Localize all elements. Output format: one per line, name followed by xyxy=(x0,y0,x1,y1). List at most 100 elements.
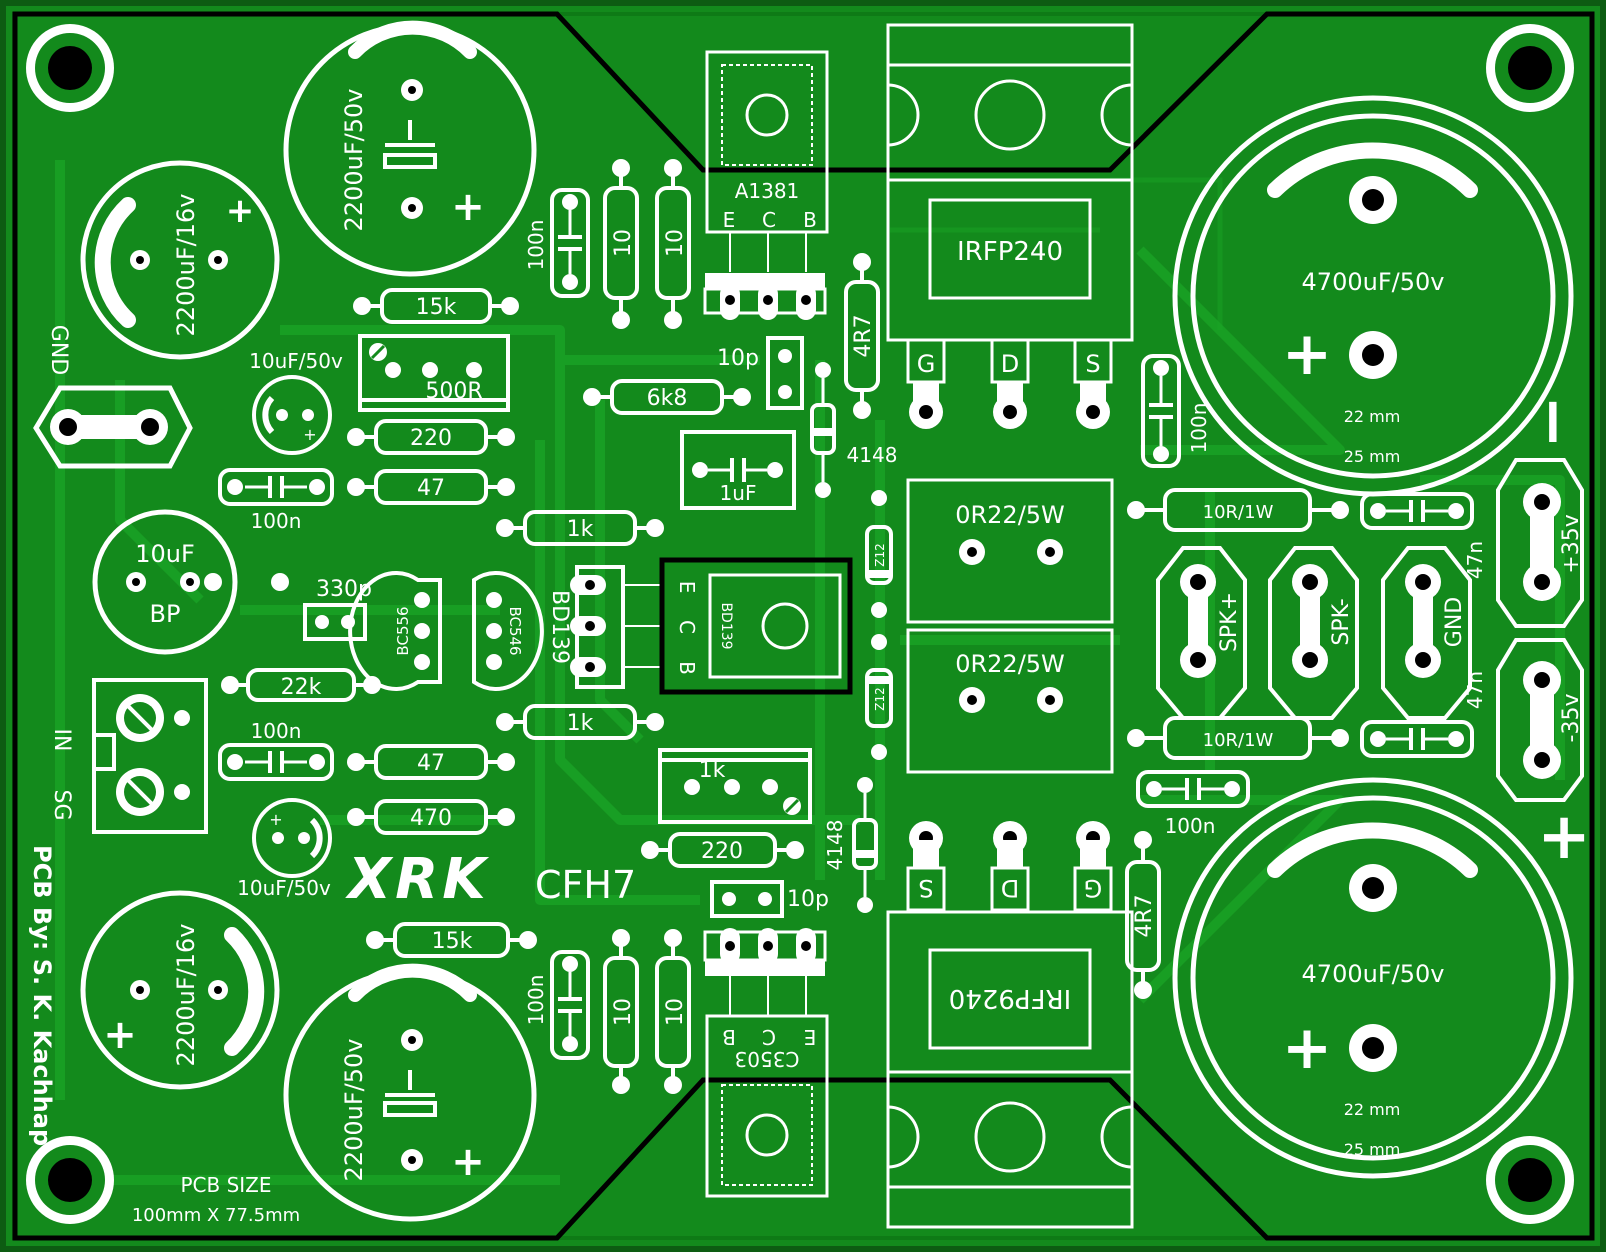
svg-text:BD139: BD139 xyxy=(718,602,734,649)
svg-text:47n: 47n xyxy=(1463,671,1487,709)
svg-text:1k: 1k xyxy=(567,711,594,736)
svg-text:4700uF/50v: 4700uF/50v xyxy=(1302,268,1445,296)
svg-text:C: C xyxy=(762,1025,776,1049)
cap-1uf: 1uF xyxy=(680,430,796,510)
spk-plus-terminal: SPK+ xyxy=(1156,546,1247,720)
cap-2200uf-16v-top: + 2200uF/16v xyxy=(80,160,280,360)
res-47-a: 47 xyxy=(347,469,515,505)
svg-text:4700uF/50v: 4700uF/50v xyxy=(1302,960,1445,988)
svg-text:E: E xyxy=(723,208,736,232)
svg-text:47: 47 xyxy=(417,751,445,776)
svg-text:IN: IN xyxy=(49,729,74,752)
svg-text:10: 10 xyxy=(663,229,688,257)
svg-text:15k: 15k xyxy=(432,929,473,954)
svg-text:100n: 100n xyxy=(1187,403,1211,454)
mosfet-irfp240: IRFP240 G D S xyxy=(886,23,1134,429)
svg-text:10: 10 xyxy=(611,229,636,257)
svg-text:10p: 10p xyxy=(787,887,829,912)
res-0r22-5w-a: 0R22/5W xyxy=(906,478,1114,624)
res-4r7-bot: 4R7 xyxy=(1125,831,1161,999)
trimpot-1k: 1k xyxy=(658,748,812,824)
svg-text:22 mm: 22 mm xyxy=(1344,407,1401,426)
res-10-d: 10 xyxy=(655,929,691,1094)
cap-100n-left2: 100n xyxy=(218,719,334,781)
svg-text:100n: 100n xyxy=(524,220,548,271)
cap-10p-top: 10p xyxy=(717,336,804,410)
cap-label: 2200uF/16v xyxy=(172,924,200,1067)
svg-text:B: B xyxy=(803,208,817,232)
res-220-a: 220 xyxy=(347,419,515,455)
svg-text:500R: 500R xyxy=(425,379,482,404)
mounting-holes xyxy=(26,24,1574,1224)
board-outline xyxy=(12,11,1595,1241)
svg-text:10R/1W: 10R/1W xyxy=(1203,502,1274,523)
cap-4700uf-50v-top: + 4700uF/50v 22 mm 25 mm xyxy=(1172,95,1574,497)
cap-10uf-50v-bot: + 10uF/50v xyxy=(237,798,332,900)
res-4r7-top: 4R7 xyxy=(844,253,880,419)
svg-text:15k: 15k xyxy=(416,295,457,320)
res-22k: 22k xyxy=(221,668,381,702)
svg-text:22 mm: 22 mm xyxy=(1344,1100,1401,1119)
input-connector: IN SG xyxy=(49,678,208,834)
svg-text:+: + xyxy=(1282,319,1332,389)
svg-text:A1381: A1381 xyxy=(735,179,800,203)
svg-text:GND: GND xyxy=(1442,597,1467,647)
svg-text:BC556: BC556 xyxy=(394,606,412,655)
gnd-label: GND xyxy=(46,325,71,375)
svg-text:IRFP9240: IRFP9240 xyxy=(949,983,1072,1013)
mosfet-irfp9240: S D G IRFP9240 xyxy=(886,821,1134,1229)
svg-text:CFH7: CFH7 xyxy=(535,863,636,907)
svg-text:+: + xyxy=(451,1139,485,1185)
res-470: 470 xyxy=(347,799,515,835)
pcb-size-value: 100mm X 77.5mm xyxy=(132,1205,300,1226)
svg-text:BD139: BD139 xyxy=(547,590,572,664)
cap-2200uf-50v-top: + 2200uF/50v xyxy=(283,20,537,277)
svg-text:D: D xyxy=(1001,350,1019,378)
svg-text:-35v: -35v xyxy=(1559,694,1584,743)
gnd-terminal-left: GND xyxy=(33,325,193,469)
res-47-b: 47 xyxy=(347,744,515,780)
svg-text:XRK: XRK xyxy=(345,847,490,912)
svg-text:100n: 100n xyxy=(251,719,302,743)
svg-text:220: 220 xyxy=(410,426,452,451)
svg-text:100n: 100n xyxy=(251,509,302,533)
svg-text:IRFP240: IRFP240 xyxy=(957,237,1063,267)
cap-100n-left: 100n xyxy=(218,468,334,533)
mount-hole-tl xyxy=(26,24,114,112)
cap-4700uf-50v-bot: + 4700uF/50v 22 mm 25 mm xyxy=(1172,777,1574,1179)
plus-sign: + xyxy=(1537,800,1591,874)
res-15k-bot: 15k xyxy=(366,922,537,958)
zener-z12-b: Z12 xyxy=(865,634,893,760)
svg-text:0R22/5W: 0R22/5W xyxy=(955,501,1065,529)
soldermask xyxy=(6,6,1600,1246)
svg-text:SPK-: SPK- xyxy=(1329,598,1354,645)
power-terminal-minus35v: -35v xyxy=(1496,638,1584,802)
gnd-terminal-right: GND xyxy=(1381,546,1472,720)
transistor-bc556: BC556 xyxy=(348,571,442,691)
zener-z12-a: Z12 xyxy=(865,490,893,618)
mount-hole-tr xyxy=(1486,24,1574,112)
svg-text:10R/1W: 10R/1W xyxy=(1203,730,1274,751)
cap-47n-a: 47n xyxy=(1360,492,1487,579)
res-1k-a: 1k xyxy=(496,510,664,546)
pcb-size-label: PCB SIZE xyxy=(180,1173,271,1197)
svg-text:47n: 47n xyxy=(1463,541,1487,579)
svg-text:47: 47 xyxy=(417,476,445,501)
svg-text:4R7: 4R7 xyxy=(851,314,876,357)
svg-text:S: S xyxy=(1085,350,1100,378)
cap-label: 2200uF/50v xyxy=(340,1039,368,1182)
cap-10uf-50v-top: + 10uF/50v xyxy=(249,349,343,455)
res-1k-b: 1k xyxy=(496,704,664,740)
cap-2200uf-16v-bot: + 2200uF/16v xyxy=(80,890,280,1090)
svg-text:10uF: 10uF xyxy=(135,540,195,568)
spk-minus-terminal: SPK- xyxy=(1268,546,1359,720)
cap-10p-bot: 10p xyxy=(710,880,829,918)
svg-text:10uF/50v: 10uF/50v xyxy=(249,349,343,373)
res-15k-top: 15k xyxy=(353,288,519,324)
power-terminal-plus35v: +35v xyxy=(1496,458,1584,628)
svg-text:Z12: Z12 xyxy=(873,687,887,711)
mount-hole-bl xyxy=(26,1136,114,1224)
res-10-a: 10 xyxy=(603,159,639,329)
transistor-c3503: B C E C3503 xyxy=(703,928,829,1198)
